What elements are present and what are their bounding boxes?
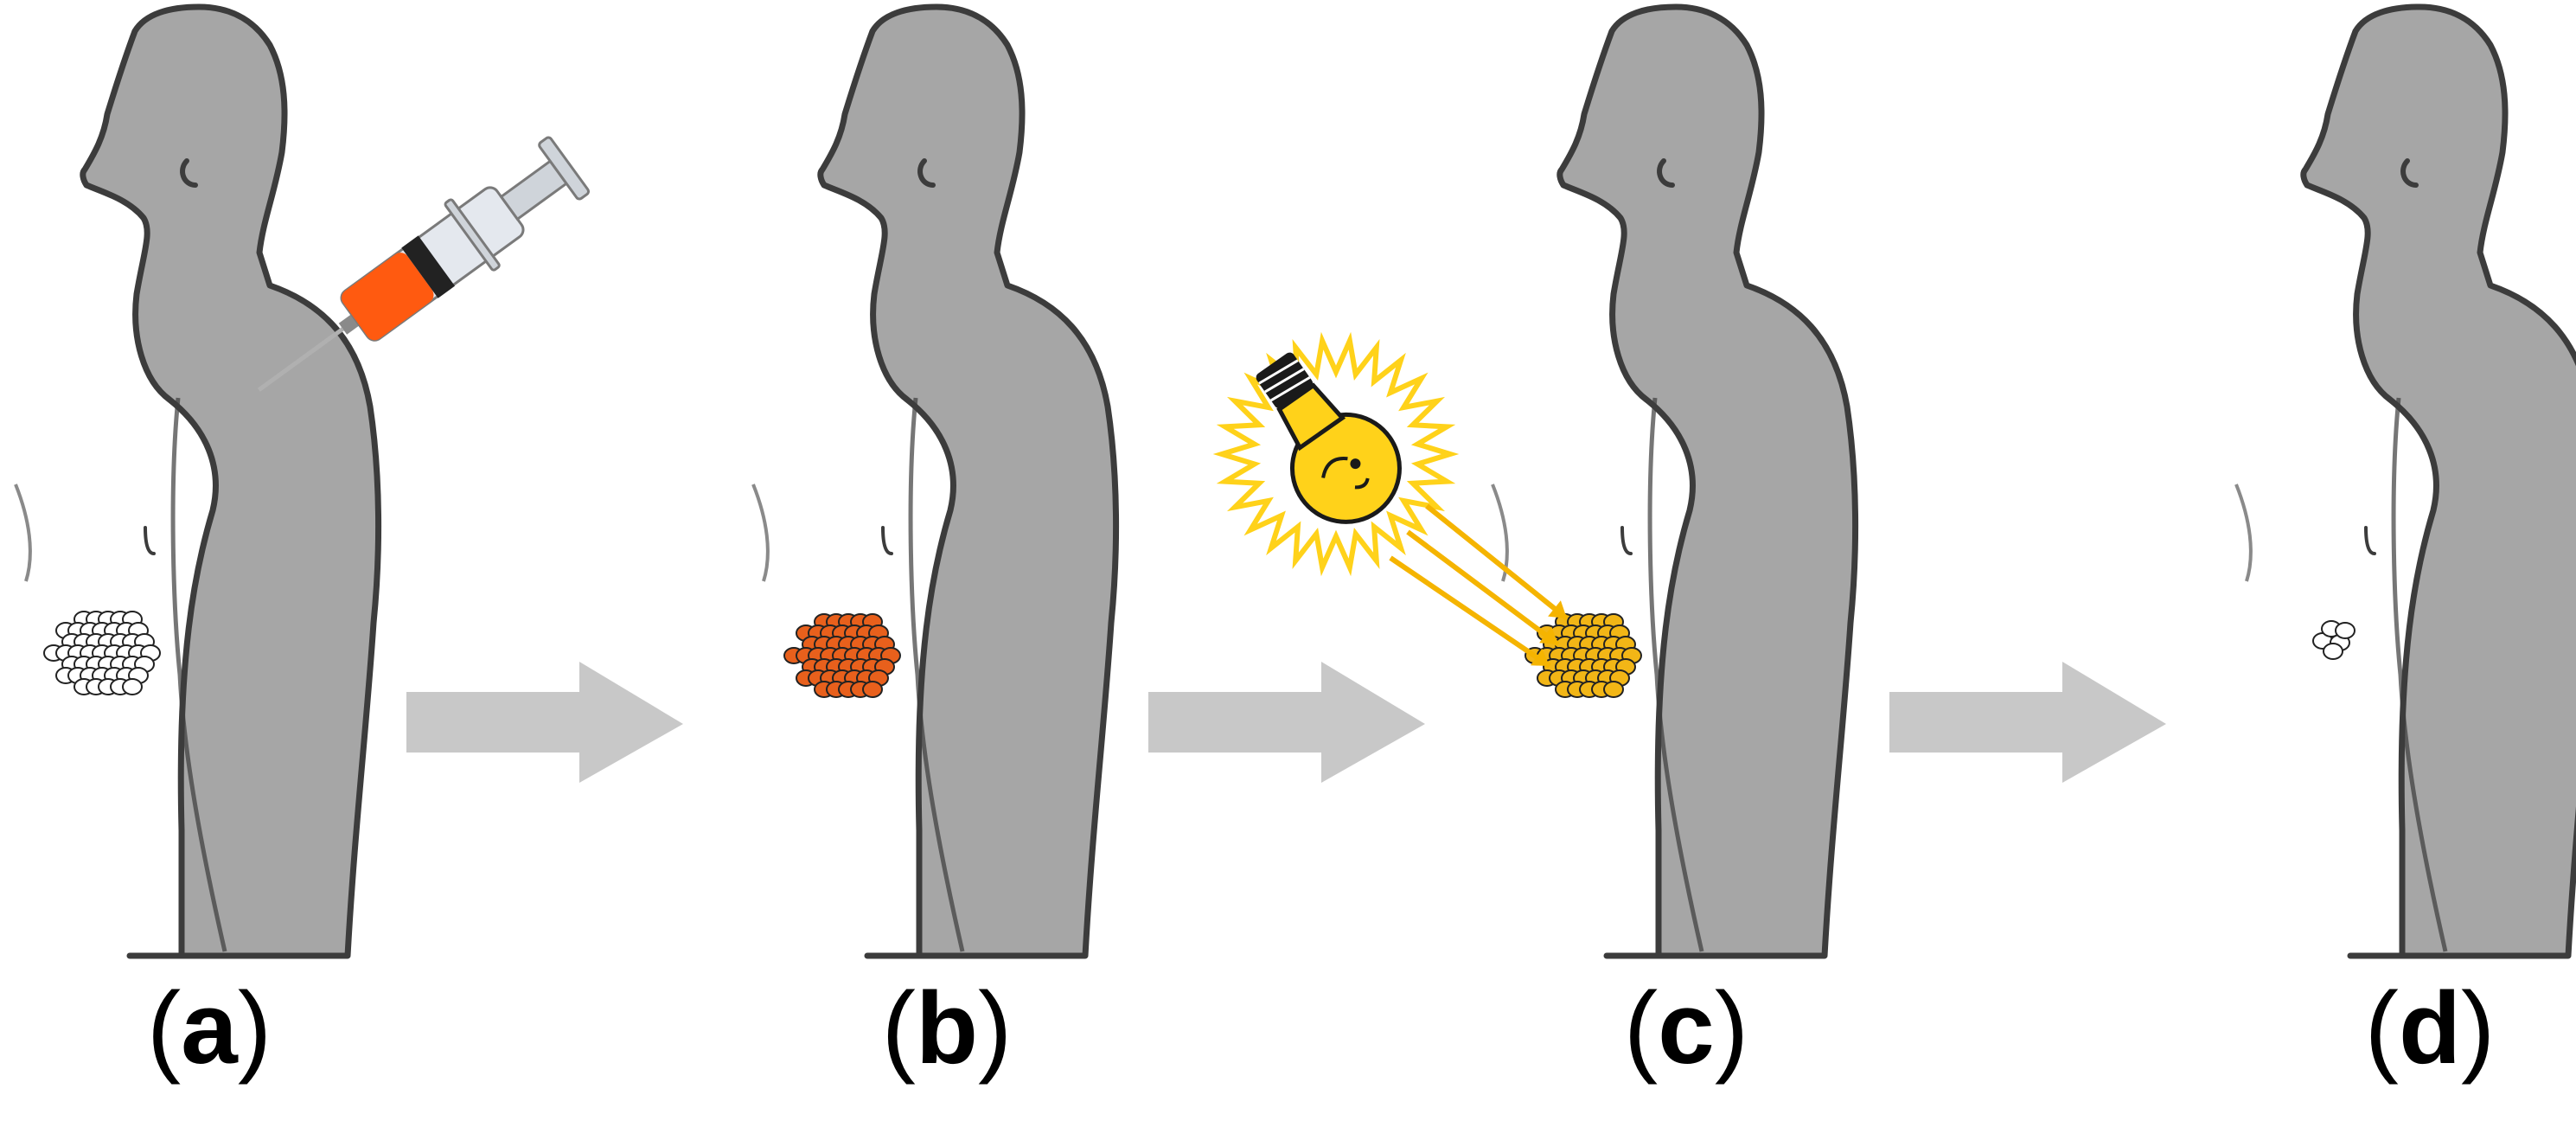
cell-cluster-b — [783, 613, 901, 698]
human-body-a — [14, 3, 382, 959]
panel-label-a: (a) — [146, 971, 272, 1086]
human-body-c — [1491, 3, 1859, 959]
arrow-right-icon-2 — [1148, 662, 1425, 783]
light-rays — [1389, 503, 1569, 669]
syringe-icon — [257, 136, 591, 392]
cell-cluster-a — [43, 611, 161, 695]
human-body-b — [751, 3, 1120, 959]
panel-label-b: (b) — [881, 971, 1013, 1086]
cell-cluster-c — [1525, 613, 1642, 698]
lightbulb-icon — [1212, 331, 1460, 577]
arrow-right-icon-1 — [406, 662, 683, 783]
arrow-right-icon-3 — [1889, 662, 2166, 783]
cell-cluster-d — [2312, 620, 2355, 660]
panel-label-c: (c) — [1623, 971, 1749, 1086]
panel-label-d: (d) — [2364, 971, 2496, 1086]
human-body-d — [2234, 3, 2576, 959]
